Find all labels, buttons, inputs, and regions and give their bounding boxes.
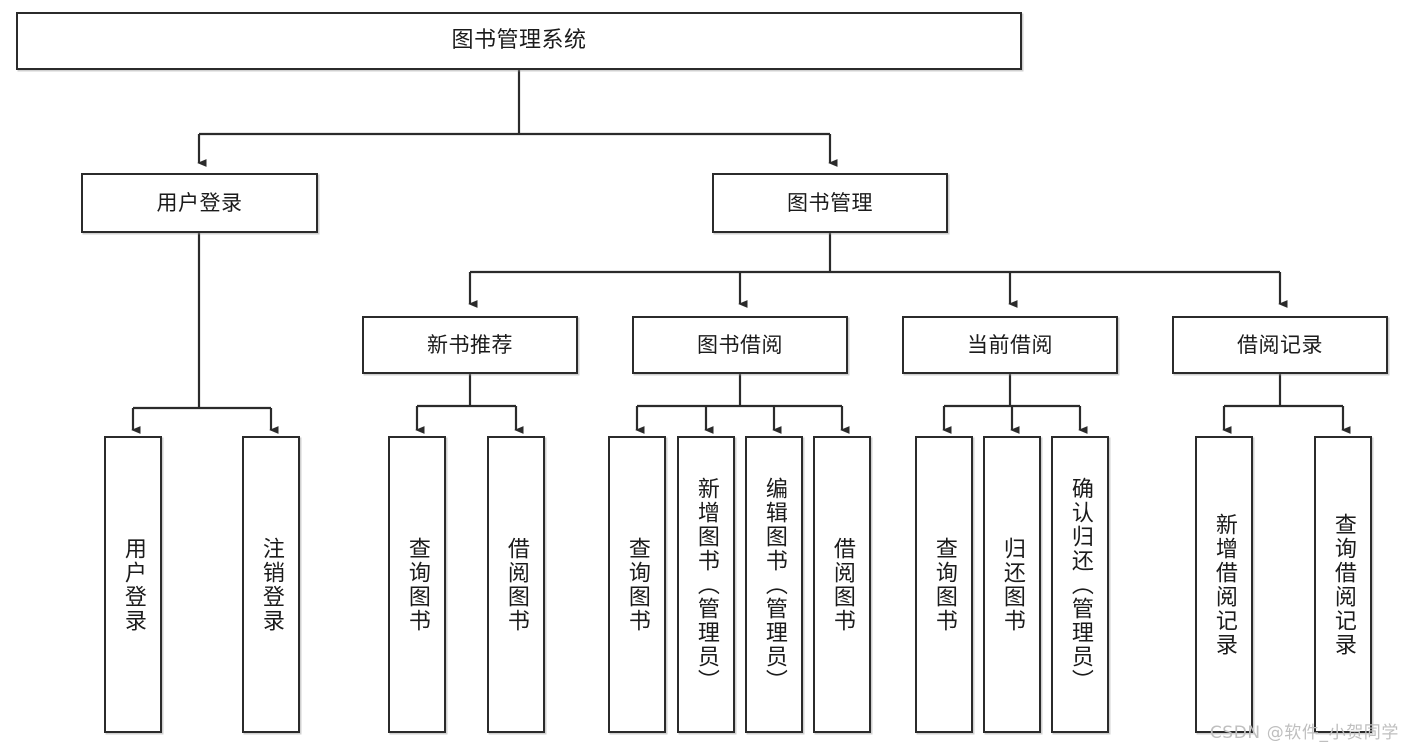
node-label: 借阅记录 (1237, 332, 1323, 357)
node-label: 当前借阅 (967, 332, 1053, 357)
leaf-edit-book[interactable]: 编辑图书（管理员） (745, 436, 803, 733)
node-label: 图书管理系统 (451, 28, 587, 54)
node-label: 编辑图书（管理员） (761, 476, 787, 693)
node-label: 查询图书 (624, 536, 650, 633)
node-current-borrow[interactable]: 当前借阅 (902, 316, 1118, 374)
leaf-borrow-book[interactable]: 借阅图书 (813, 436, 871, 733)
node-book-manage[interactable]: 图书管理 (712, 173, 948, 233)
node-label: 注销登录 (258, 536, 284, 633)
leaf-return-book[interactable]: 归还图书 (983, 436, 1041, 733)
node-label: 用户登录 (156, 190, 243, 215)
leaf-query-book-borrow[interactable]: 查询图书 (608, 436, 666, 733)
node-label: 查询借阅记录 (1330, 512, 1356, 657)
node-label: 借阅图书 (829, 536, 855, 633)
node-label: 新增借阅记录 (1211, 512, 1237, 657)
node-label: 确认归还（管理员） (1067, 476, 1093, 693)
node-label: 查询图书 (931, 536, 957, 633)
node-label: 图书借阅 (697, 332, 783, 357)
node-label: 借阅图书 (503, 536, 529, 633)
node-label: 图书管理 (787, 190, 873, 215)
leaf-logout-login[interactable]: 注销登录 (242, 436, 300, 733)
node-label: 新增图书（管理员） (693, 476, 719, 693)
node-label: 用户登录 (120, 536, 146, 633)
node-label: 查询图书 (404, 536, 430, 633)
node-label: 归还图书 (999, 536, 1025, 633)
node-user-login[interactable]: 用户登录 (81, 173, 318, 233)
leaf-borrow-book-recommend[interactable]: 借阅图书 (487, 436, 545, 733)
node-borrow-record[interactable]: 借阅记录 (1172, 316, 1388, 374)
node-book-borrow[interactable]: 图书借阅 (632, 316, 848, 374)
node-label: 新书推荐 (427, 332, 513, 357)
leaf-user-login[interactable]: 用户登录 (104, 436, 162, 733)
leaf-query-borrow-record[interactable]: 查询借阅记录 (1314, 436, 1372, 733)
node-new-book-recommend[interactable]: 新书推荐 (362, 316, 578, 374)
leaf-confirm-return[interactable]: 确认归还（管理员） (1051, 436, 1109, 733)
leaf-add-borrow-record[interactable]: 新增借阅记录 (1195, 436, 1253, 733)
csdn-watermark: CSDN @软件_小贺同学 (1209, 723, 1399, 743)
leaf-query-book-current[interactable]: 查询图书 (915, 436, 973, 733)
leaf-query-book-recommend[interactable]: 查询图书 (388, 436, 446, 733)
leaf-add-book[interactable]: 新增图书（管理员） (677, 436, 735, 733)
node-root-system[interactable]: 图书管理系统 (16, 12, 1022, 70)
